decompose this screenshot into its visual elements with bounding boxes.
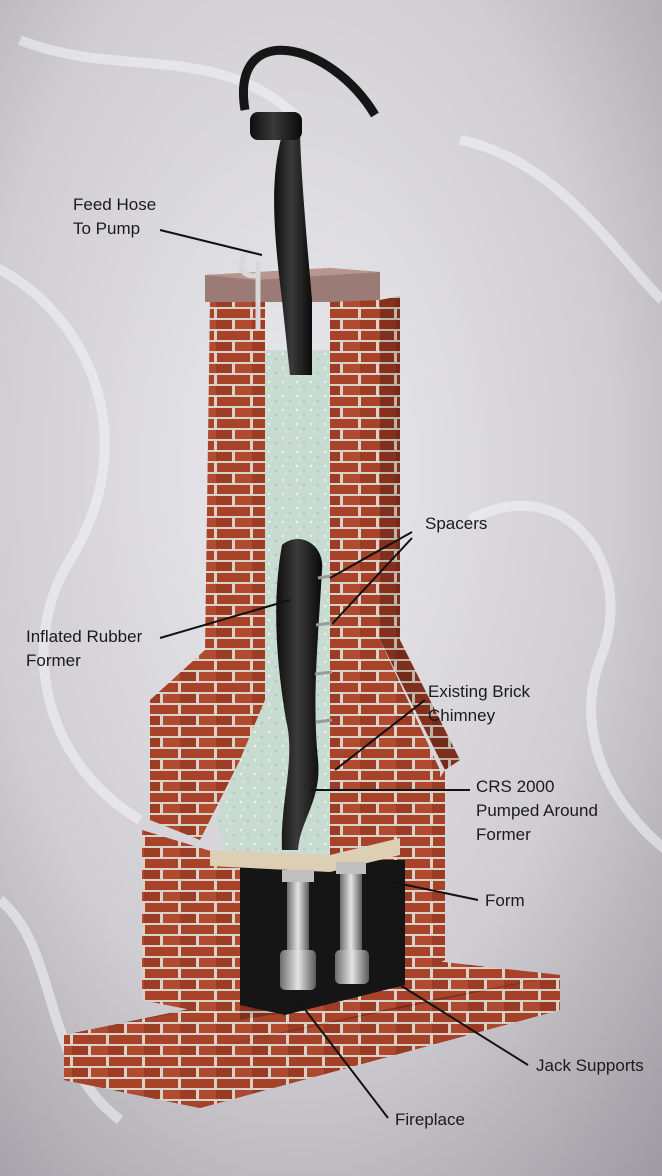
label-existing-chimney: Existing Brick Chimney <box>428 682 531 725</box>
smoke-swirls <box>0 35 662 1124</box>
spacers <box>314 574 333 724</box>
inflated-rubber-former <box>276 539 323 850</box>
label-spacers: Spacers <box>425 514 488 533</box>
chimney-stack <box>150 296 460 860</box>
label-inflated-former: Inflated Rubber Former <box>26 627 143 670</box>
label-fireplace: Fireplace <box>395 1110 465 1129</box>
label-jack-supports: Jack Supports <box>536 1056 644 1075</box>
leader-lines <box>159 229 529 1119</box>
label-form: Form <box>485 891 525 910</box>
label-crs-2000: CRS 2000 Pumped Around Former <box>476 777 598 844</box>
jack-supports <box>280 862 369 990</box>
label-feed-hose: Feed Hose To Pump <box>73 195 157 238</box>
feed-hose <box>238 45 379 375</box>
